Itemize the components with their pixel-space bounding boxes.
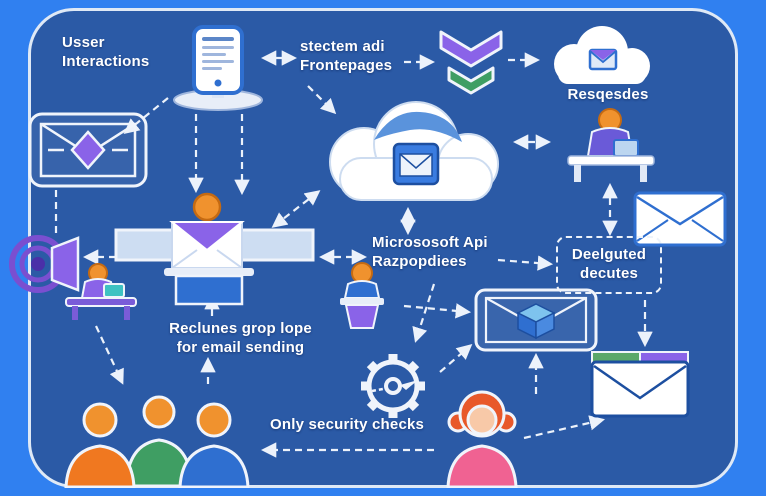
person-at-podium-icon <box>322 262 402 330</box>
person-at-desk-icon <box>58 262 144 322</box>
label-user-interactions: Usser Interactions <box>62 34 150 70</box>
three-people-icon <box>62 388 252 488</box>
gear-icon <box>344 344 442 426</box>
label-requests: Resqesdes <box>567 86 649 103</box>
cloud-envelope-icon <box>312 100 512 208</box>
person-envelope-banner-icon <box>112 192 317 310</box>
delegated-box: Deelguted decutes <box>556 236 662 294</box>
label-frontend: stectem adi Frontepages <box>300 38 393 74</box>
woman-icon <box>438 388 526 488</box>
cloud-mail-icon <box>540 20 660 94</box>
striped-envelope-icon <box>588 348 692 420</box>
double-chevron-down-icon <box>435 28 507 104</box>
label-recipients: Reclunes grop lope for email sending <box>169 320 312 356</box>
envelope-icon <box>632 190 728 248</box>
framed-envelope-icon <box>28 112 148 188</box>
framed-envelope-cube-icon <box>474 288 598 352</box>
label-ms-api: Micrososoft Api Razpopdiees <box>372 234 488 270</box>
label-delegated: Deelguted decutes <box>571 246 647 282</box>
tablet-document-icon <box>168 24 268 112</box>
megaphone-icon <box>8 232 80 296</box>
person-at-desk-icon <box>552 106 668 184</box>
label-security: Only security checks <box>270 416 425 433</box>
